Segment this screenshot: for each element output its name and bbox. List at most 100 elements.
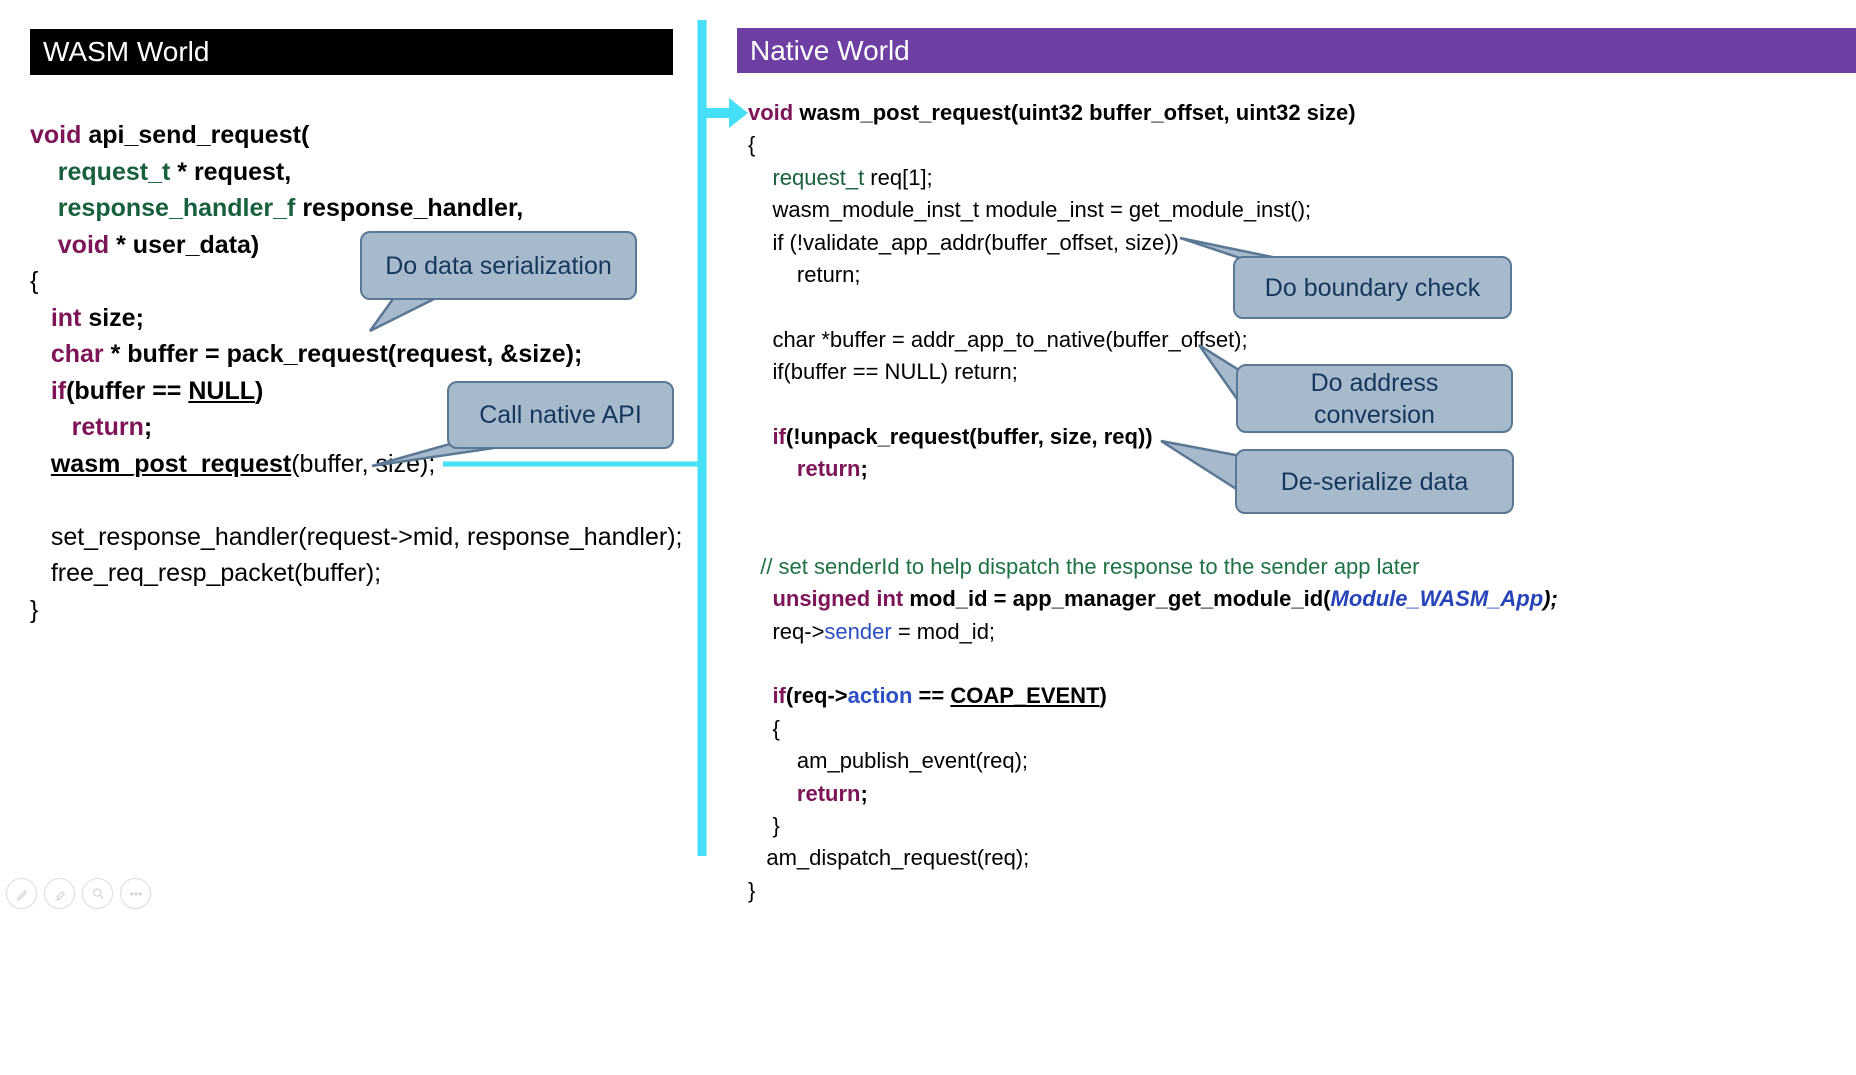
callout-text: Do data serialization xyxy=(385,251,612,280)
code-token: ; xyxy=(143,413,153,441)
code-line: return; xyxy=(748,453,1558,485)
code-token: response_handler, xyxy=(295,194,524,222)
code-line: return; xyxy=(748,259,1558,291)
callout-do-boundary-check: Do boundary check xyxy=(1233,256,1512,319)
code-token: { xyxy=(748,132,756,158)
code-line: { xyxy=(748,713,1558,745)
wasm-world-header: WASM World xyxy=(30,29,673,75)
code-token: } xyxy=(748,812,780,838)
code-line: // set senderId to help dispatch the res… xyxy=(748,551,1558,583)
code-token: // set senderId to help dispatch the res… xyxy=(748,553,1420,579)
callout-text: Do boundary check xyxy=(1264,273,1481,302)
flow-arrowhead xyxy=(729,98,748,128)
code-token: am_dispatch_request(req); xyxy=(748,845,1030,871)
code-token: if xyxy=(748,424,786,450)
callout-text: Call native API xyxy=(479,401,642,429)
code-line: if(req->action == COAP_EVENT) xyxy=(748,680,1558,712)
callout-call-native-api: Call native API xyxy=(447,381,674,449)
code-token: req[1]; xyxy=(864,164,933,190)
code-line: void * user_data) xyxy=(30,227,682,264)
code-line: { xyxy=(30,263,682,300)
code-token: int xyxy=(30,303,82,332)
code-token: wasm_module_inst_t module_inst = get_mod… xyxy=(748,197,1312,223)
code-token: return; xyxy=(748,262,861,288)
code-token: if xyxy=(30,376,67,405)
code-token: * buffer = pack_request(request, &size); xyxy=(103,340,583,368)
pen-icon[interactable] xyxy=(6,878,37,909)
code-token: (req-> xyxy=(785,683,848,709)
code-token: api_send_request( xyxy=(81,121,310,149)
code-token: free_req_resp_packet(buffer); xyxy=(30,559,382,587)
code-line: char *buffer = addr_app_to_native(buffer… xyxy=(748,324,1558,356)
code-token: == xyxy=(912,683,951,709)
code-token: mod_id = app_manager_get_module_id( xyxy=(903,586,1331,612)
code-token: ; xyxy=(860,456,868,482)
code-token: void xyxy=(30,230,110,259)
code-token: size; xyxy=(81,303,144,332)
code-line: void api_send_request( xyxy=(30,117,682,154)
highlighter-icon[interactable] xyxy=(44,878,75,909)
code-line xyxy=(748,518,1558,550)
callout-text: Do address conversion xyxy=(1310,368,1439,429)
code-line: wasm_post_request(buffer, size); xyxy=(30,446,682,483)
wasm-world-title: WASM World xyxy=(43,36,210,67)
code-line: } xyxy=(748,875,1558,907)
code-line: if(buffer == NULL) return; xyxy=(748,356,1558,388)
code-token: } xyxy=(30,595,39,624)
code-token: response_handler_f xyxy=(30,194,296,222)
code-line: char * buffer = pack_request(request, &s… xyxy=(30,336,682,373)
code-line: } xyxy=(30,592,682,629)
code-token: (buffer == xyxy=(66,376,189,405)
code-token: char xyxy=(30,340,104,368)
code-token: NULL xyxy=(188,376,256,405)
callout-de-serialize-data: De-serialize data xyxy=(1235,449,1514,514)
wasm-code-block: void api_send_request( request_t * reque… xyxy=(30,117,682,628)
code-token: COAP_EVENT xyxy=(950,683,1100,709)
code-token: = mod_id; xyxy=(891,618,996,644)
code-token: request_t xyxy=(30,157,171,186)
code-line: { xyxy=(748,129,1558,161)
code-token: req-> xyxy=(748,618,825,644)
code-token: action xyxy=(847,683,913,709)
code-token: sender xyxy=(824,618,892,644)
code-line: am_dispatch_request(req); xyxy=(748,842,1558,874)
code-token: unsigned int xyxy=(748,586,904,612)
code-token: set_response_handler(request->mid, respo… xyxy=(30,522,683,551)
magnifier-icon[interactable] xyxy=(82,878,113,909)
code-token: if xyxy=(748,683,786,709)
code-line: void wasm_post_request(uint32 buffer_off… xyxy=(748,97,1558,129)
code-line: request_t req[1]; xyxy=(748,162,1558,194)
code-line xyxy=(748,648,1558,680)
code-token: (!unpack_request(buffer, size, req)) xyxy=(785,424,1153,450)
code-token xyxy=(30,450,51,478)
code-token: * request, xyxy=(170,157,292,186)
code-line: wasm_module_inst_t module_inst = get_mod… xyxy=(748,194,1558,226)
code-token: if(buffer == NULL) return; xyxy=(748,359,1018,385)
code-line: unsigned int mod_id = app_manager_get_mo… xyxy=(748,583,1557,615)
code-token: void xyxy=(748,100,794,125)
code-token: am_publish_event(req); xyxy=(748,748,1029,774)
code-line: free_req_resp_packet(buffer); xyxy=(30,555,682,592)
code-line: request_t * request, xyxy=(30,154,682,191)
code-token: wasm_post_request xyxy=(50,449,292,478)
native-world-title: Native World xyxy=(750,34,910,66)
code-line: return; xyxy=(748,778,1558,810)
callout-do-address-conversion: Do address conversion xyxy=(1236,364,1513,433)
code-line: return; xyxy=(30,409,682,446)
code-token: Module_WASM_App xyxy=(1330,586,1544,612)
code-token: return xyxy=(748,456,861,482)
code-line: if (!validate_app_addr(buffer_offset, si… xyxy=(748,227,1558,259)
native-world-header: Native World xyxy=(737,28,1856,73)
callout-do-data-serialization: Do data serialization xyxy=(360,231,637,300)
native-code-block: void wasm_post_request(uint32 buffer_off… xyxy=(748,97,1558,907)
code-token: } xyxy=(748,877,756,903)
code-token: return xyxy=(748,780,861,806)
code-token: ) xyxy=(255,376,264,405)
code-token: (buffer, size); xyxy=(291,449,436,478)
code-token: void xyxy=(30,121,82,149)
code-token: wasm_post_request(uint32 buffer_offset, … xyxy=(793,100,1356,125)
code-token: ) xyxy=(1099,683,1107,709)
more-options-icon[interactable] xyxy=(120,878,151,909)
code-line: am_publish_event(req); xyxy=(748,745,1558,777)
code-line: response_handler_f response_handler, xyxy=(30,190,682,227)
